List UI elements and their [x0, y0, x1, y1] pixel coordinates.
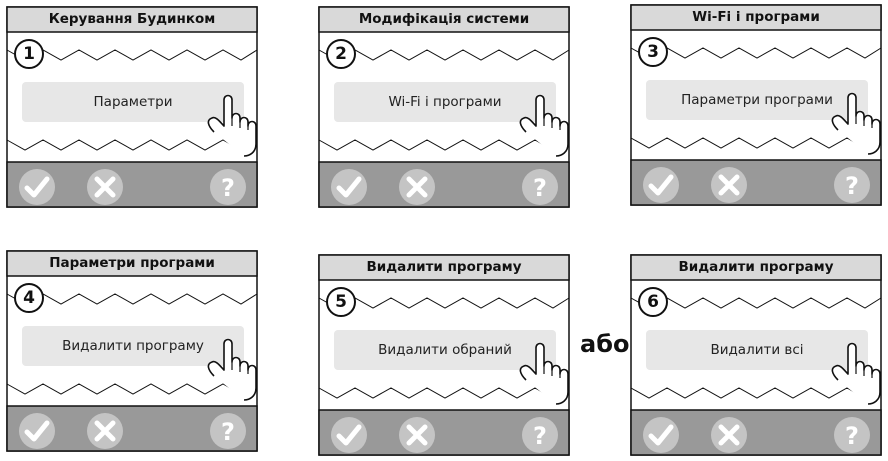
svg-text:?: ? [845, 422, 859, 450]
pointing-hand-icon [519, 342, 569, 405]
question-icon[interactable]: ? [209, 168, 247, 206]
step-panel-6: Видалити програму 6 Видалити всі ? [630, 254, 882, 456]
screen-title: Керування Будинком [48, 11, 216, 27]
pointing-hand-icon [207, 94, 257, 157]
check-icon[interactable] [18, 412, 56, 450]
menu-option-button[interactable]: Параметри [22, 82, 244, 122]
svg-text:?: ? [221, 174, 235, 202]
check-icon[interactable] [330, 416, 368, 454]
menu-option-button[interactable]: Видалити обраний [334, 330, 556, 370]
step-panel-3: Wi-Fi і програми 3 Параметри програми ? [630, 4, 882, 206]
step-number-badge: 2 [326, 39, 356, 69]
question-icon[interactable]: ? [833, 416, 871, 454]
question-icon[interactable]: ? [833, 166, 871, 204]
screen-title: Wi-Fi і програми [692, 9, 820, 25]
menu-option-button[interactable]: Wi-Fi і програми [334, 82, 556, 122]
step-number-badge: 5 [326, 287, 356, 317]
check-icon[interactable] [642, 166, 680, 204]
menu-option-button[interactable]: Видалити програму [22, 326, 244, 366]
question-icon[interactable]: ? [521, 168, 559, 206]
step-number-badge: 4 [14, 283, 44, 313]
svg-text:?: ? [533, 422, 547, 450]
step-number-badge: 3 [638, 37, 668, 67]
svg-text:?: ? [221, 418, 235, 446]
question-icon[interactable]: ? [209, 412, 247, 450]
or-label: або [580, 330, 630, 358]
x-icon[interactable] [398, 168, 436, 206]
pointing-hand-icon [831, 342, 881, 405]
check-icon[interactable] [330, 168, 368, 206]
step-panel-2: Модифікація системи 2 Wi-Fi і програми ? [318, 6, 570, 208]
check-icon[interactable] [642, 416, 680, 454]
pointing-hand-icon [519, 94, 569, 157]
screen-title: Модифікація системи [358, 11, 530, 27]
screen-title: Параметри програми [49, 255, 215, 271]
x-icon[interactable] [710, 416, 748, 454]
svg-text:?: ? [533, 174, 547, 202]
x-icon[interactable] [710, 166, 748, 204]
question-icon[interactable]: ? [521, 416, 559, 454]
menu-option-button[interactable]: Видалити всі [646, 330, 868, 370]
svg-text:?: ? [845, 172, 859, 200]
x-icon[interactable] [86, 412, 124, 450]
step-panel-4: Параметри програми 4 Видалити програму ? [6, 250, 258, 452]
step-number-badge: 6 [638, 287, 668, 317]
screen-title: Видалити програму [366, 259, 522, 275]
step-panel-1: Керування Будинком 1 Параметри ? [6, 6, 258, 208]
menu-option-button[interactable]: Параметри програми [646, 80, 868, 120]
step-panel-5: Видалити програму 5 Видалити обраний ? [318, 254, 570, 456]
x-icon[interactable] [86, 168, 124, 206]
screen-title: Видалити програму [678, 259, 834, 275]
check-icon[interactable] [18, 168, 56, 206]
step-number-badge: 1 [14, 39, 44, 69]
x-icon[interactable] [398, 416, 436, 454]
pointing-hand-icon [831, 92, 881, 155]
pointing-hand-icon [207, 338, 257, 401]
